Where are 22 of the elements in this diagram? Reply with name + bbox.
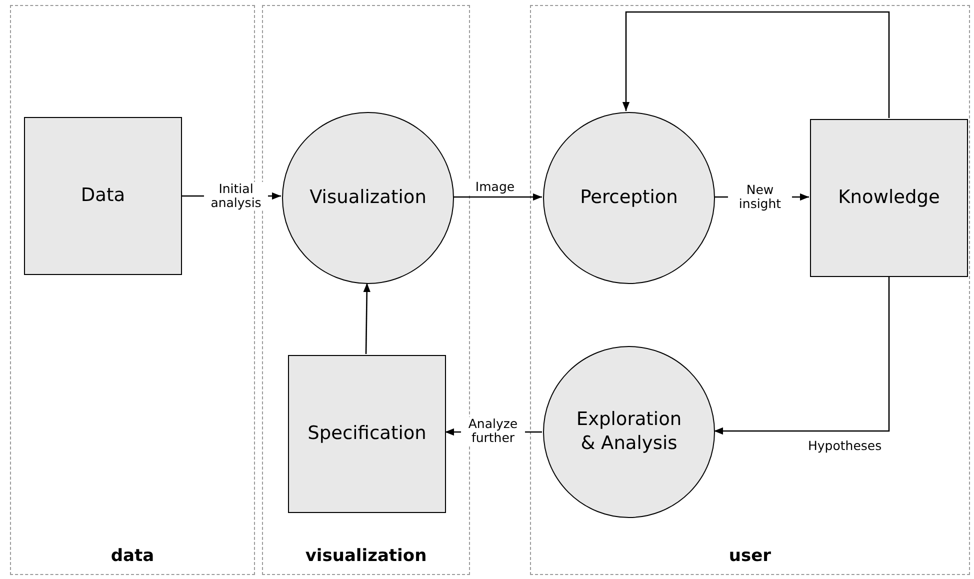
process-box <box>288 355 446 513</box>
lane-title: data <box>110 546 156 566</box>
edge-label: Analyze further <box>461 416 525 446</box>
node-label: Perception <box>580 186 678 210</box>
node-label: Specification <box>308 422 426 446</box>
arrow <box>622 11 890 118</box>
process-box <box>810 119 968 277</box>
lane-title: visualization <box>304 546 428 566</box>
lane-title: user <box>728 546 772 566</box>
node-label: Exploration & Analysis <box>575 408 683 456</box>
edge-label: Hypotheses <box>808 439 882 454</box>
node-label: Data <box>80 184 126 208</box>
arrow <box>714 276 890 435</box>
edge-label: Initial analysis <box>204 182 268 210</box>
lane-panel <box>262 5 470 575</box>
arrow <box>453 193 542 201</box>
lane-panel <box>530 5 970 575</box>
edge-label: New insight <box>728 182 792 212</box>
node-label: Visualization <box>310 186 426 210</box>
arrow <box>363 283 370 354</box>
process-box <box>24 117 182 275</box>
node-label: Knowledge <box>838 186 940 210</box>
